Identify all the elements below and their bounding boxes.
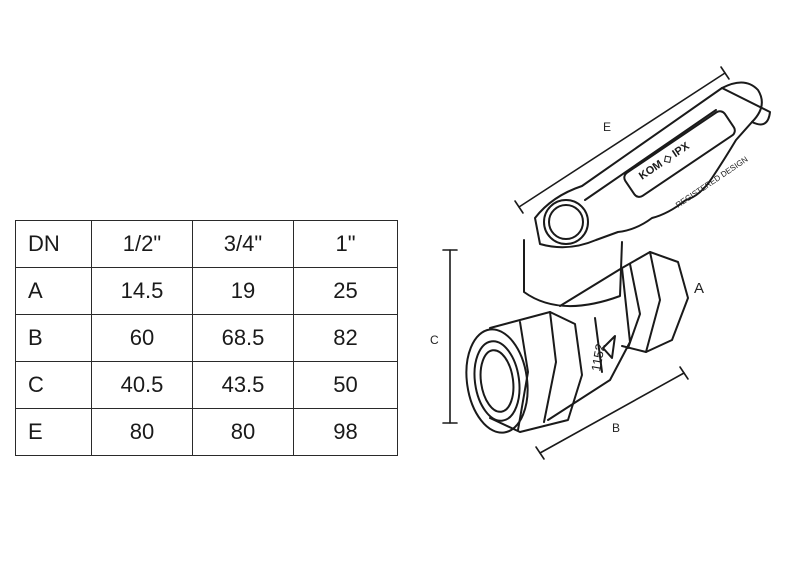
body-marking: 1152 <box>588 342 608 372</box>
table-row-label: C <box>15 361 92 409</box>
dimension-label-a: A <box>694 280 704 297</box>
table-cell: 60 <box>91 314 193 362</box>
dimension-e <box>514 66 730 214</box>
handle-registered-design: REGISTERED DESIGN <box>674 155 750 210</box>
table-header-cell: 1/2" <box>91 220 193 268</box>
table-header-cell: 3/4" <box>192 220 294 268</box>
table-row-label: B <box>15 314 92 362</box>
dimension-c <box>442 249 458 424</box>
dimension-label-c: C <box>430 333 439 347</box>
handle-lever <box>534 81 771 249</box>
dimension-label-b: B <box>612 421 620 435</box>
table-cell: 98 <box>293 408 398 456</box>
table-cell: 80 <box>192 408 294 456</box>
dimension-b <box>535 366 689 460</box>
table-cell: 14.5 <box>91 267 193 315</box>
table-header-cell: DN <box>15 220 92 268</box>
table-cell: 82 <box>293 314 398 362</box>
table-cell: 80 <box>91 408 193 456</box>
stem-housing <box>523 239 623 308</box>
table-row-label: E <box>15 408 92 456</box>
table-cell: 19 <box>192 267 294 315</box>
dimension-label-e: E <box>603 120 611 134</box>
valve-body <box>465 251 689 434</box>
table-cell: 40.5 <box>91 361 193 409</box>
table-cell: 50 <box>293 361 398 409</box>
